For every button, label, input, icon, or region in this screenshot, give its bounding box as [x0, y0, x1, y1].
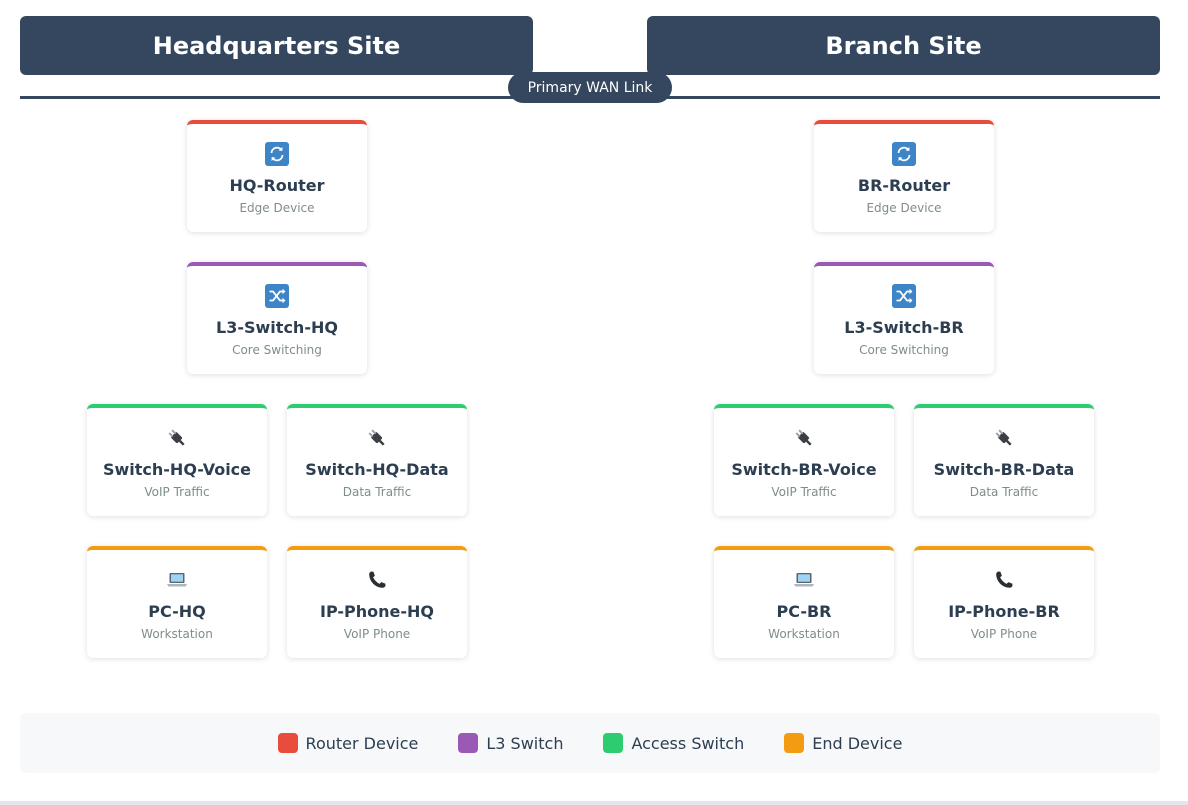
legend-item-end-device: End Device	[784, 733, 902, 753]
device-name: BR-Router	[857, 176, 951, 195]
device-role: Workstation	[768, 627, 840, 641]
device-name: Switch-BR-Data	[933, 460, 1075, 479]
legend-swatch-router	[277, 733, 298, 753]
plug-icon	[364, 425, 390, 451]
device-role: Edge Device	[239, 201, 315, 215]
legend-item-access-switch: Access Switch	[603, 733, 744, 753]
device-card-br-router[interactable]: BR-Router Edge Device	[814, 120, 994, 232]
device-card-br-l3-switch[interactable]: L3-Switch-BR Core Switching	[814, 262, 994, 374]
plug-icon	[991, 425, 1017, 451]
laptop-icon	[791, 567, 817, 593]
legend-item-l3-switch: L3 Switch	[458, 733, 563, 753]
branch-site-header: Branch Site	[647, 16, 1160, 75]
laptop-icon	[164, 567, 190, 593]
shuffle-switch-icon	[264, 283, 290, 309]
wan-link-label: Primary WAN Link	[508, 72, 672, 103]
device-card-br-pc[interactable]: PC-BR Workstation	[714, 546, 894, 658]
router-sync-icon	[891, 141, 917, 167]
legend-label-end-device: End Device	[812, 733, 903, 753]
device-role: VoIP Traffic	[771, 485, 837, 499]
shuffle-switch-icon	[891, 283, 917, 309]
device-card-br-switch-data[interactable]: Switch-BR-Data Data Traffic	[914, 404, 1094, 516]
device-role: VoIP Phone	[343, 627, 411, 641]
legend-swatch-l3-switch	[458, 733, 479, 753]
device-role: Edge Device	[866, 201, 942, 215]
legend-swatch-access-switch	[603, 733, 624, 753]
legend-label-access-switch: Access Switch	[631, 733, 745, 753]
hq-site-title: Headquarters Site	[152, 31, 401, 60]
device-name: Switch-BR-Voice	[731, 460, 877, 479]
plug-icon	[791, 425, 817, 451]
device-name: PC-HQ	[148, 602, 206, 621]
device-card-hq-switch-voice[interactable]: Switch-HQ-Voice VoIP Traffic	[87, 404, 267, 516]
legend-label-router: Router Device	[305, 733, 419, 753]
legend-item-router: Router Device	[277, 733, 419, 753]
device-name: Switch-HQ-Voice	[102, 460, 252, 479]
device-role: Core Switching	[232, 343, 322, 357]
device-name: PC-BR	[776, 602, 832, 621]
device-role: VoIP Phone	[970, 627, 1038, 641]
plug-icon	[164, 425, 190, 451]
device-card-hq-router[interactable]: HQ-Router Edge Device	[187, 120, 367, 232]
device-name: L3-Switch-HQ	[216, 318, 338, 337]
router-sync-icon	[264, 141, 290, 167]
device-name: HQ-Router	[229, 176, 325, 195]
device-role: Workstation	[141, 627, 213, 641]
device-name: L3-Switch-BR	[844, 318, 964, 337]
device-role: Data Traffic	[969, 485, 1039, 499]
device-card-br-ip-phone[interactable]: IP-Phone-BR VoIP Phone	[914, 546, 1094, 658]
branch-site-title: Branch Site	[825, 31, 982, 60]
device-role: VoIP Traffic	[144, 485, 210, 499]
device-card-hq-switch-data[interactable]: Switch-HQ-Data Data Traffic	[287, 404, 467, 516]
hq-site-header: Headquarters Site	[20, 16, 533, 75]
device-card-br-switch-voice[interactable]: Switch-BR-Voice VoIP Traffic	[714, 404, 894, 516]
device-card-hq-l3-switch[interactable]: L3-Switch-HQ Core Switching	[187, 262, 367, 374]
device-name: Switch-HQ-Data	[305, 460, 449, 479]
wan-link-text: Primary WAN Link	[527, 79, 653, 96]
legend: Router Device L3 Switch Access Switch En…	[20, 713, 1160, 773]
phone-icon	[364, 567, 390, 593]
device-card-hq-pc[interactable]: PC-HQ Workstation	[87, 546, 267, 658]
legend-label-l3-switch: L3 Switch	[486, 733, 564, 753]
device-name: IP-Phone-BR	[948, 602, 1060, 621]
device-role: Core Switching	[859, 343, 949, 357]
device-name: IP-Phone-HQ	[319, 602, 435, 621]
bottom-divider	[0, 801, 1188, 805]
device-role: Data Traffic	[342, 485, 412, 499]
phone-icon	[991, 567, 1017, 593]
legend-swatch-end-device	[784, 733, 805, 753]
device-card-hq-ip-phone[interactable]: IP-Phone-HQ VoIP Phone	[287, 546, 467, 658]
